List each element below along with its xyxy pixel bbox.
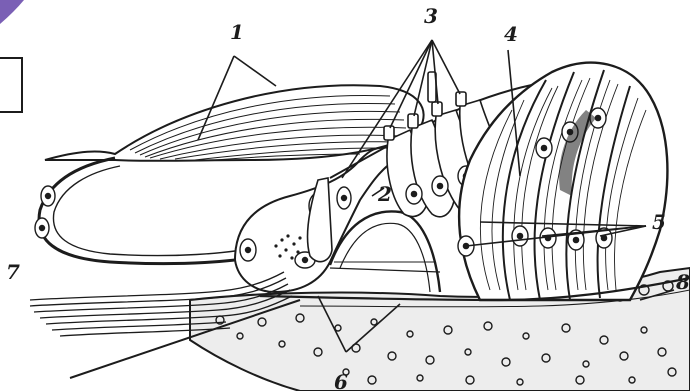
corner-accent-shape [0, 0, 24, 24]
label-6: 6 [334, 372, 348, 391]
label-3: 3 [424, 6, 438, 26]
label-4: 4 [504, 24, 518, 44]
label-2: 2 [378, 184, 392, 204]
label-5: 5 [652, 212, 666, 232]
label-7: 7 [6, 262, 20, 282]
reticular-membrane-inner [53, 166, 262, 256]
corner-bracket [0, 58, 22, 112]
loop-cells [35, 186, 55, 238]
reticular-membrane-loop [39, 158, 268, 264]
tunnel-fiber [330, 268, 440, 272]
label-1: 1 [230, 22, 244, 42]
tunnel-arch-inner [340, 223, 430, 292]
tectorial-membrane [45, 85, 424, 161]
label-8: 8 [676, 272, 690, 292]
